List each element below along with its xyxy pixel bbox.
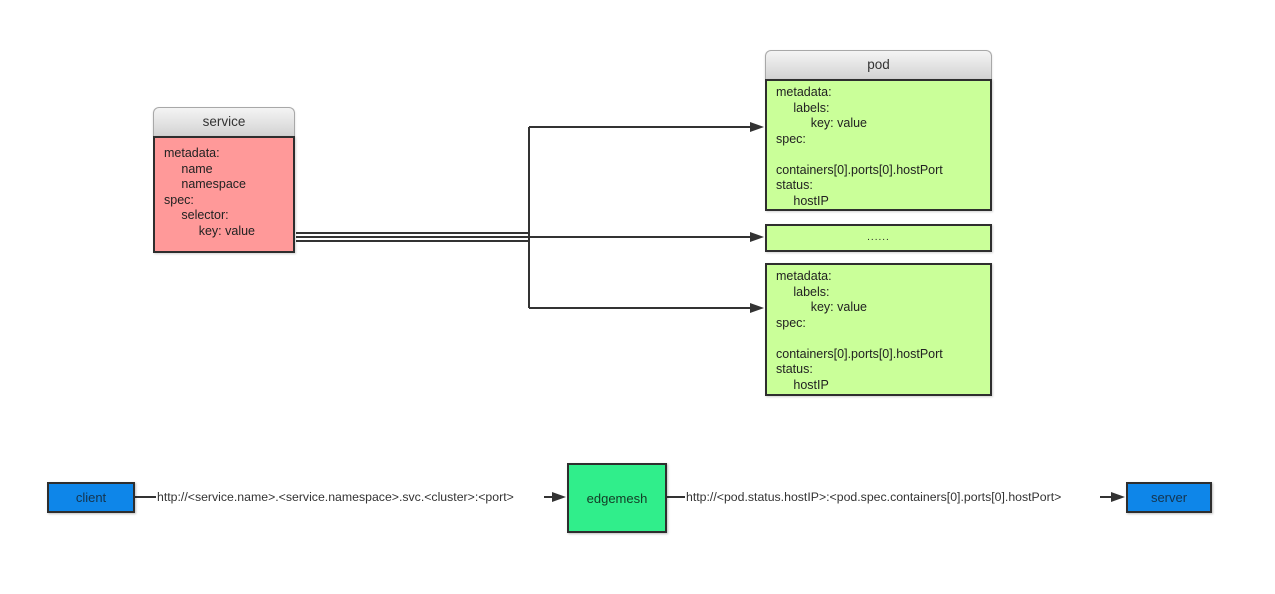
server-box: server xyxy=(1126,482,1212,513)
arrowhead-edgemesh xyxy=(552,492,566,502)
arrowhead-server xyxy=(1111,492,1125,502)
pod-node-header: pod xyxy=(765,50,992,79)
service-node-header: service xyxy=(153,107,295,136)
arrowhead-pod1 xyxy=(750,122,764,132)
pod-url-text: http://<pod.status.hostIP>:<pod.spec.con… xyxy=(686,490,1062,504)
service-node-body: metadata: name namespace spec: selector:… xyxy=(153,136,295,253)
pod-ellipsis-box: ...... xyxy=(765,224,992,252)
arrowhead-ellipsis xyxy=(750,232,764,242)
edgemesh-label: edgemesh xyxy=(586,490,648,506)
client-box: client xyxy=(47,482,135,513)
pod2-node-body: metadata: labels: key: value spec: conta… xyxy=(765,263,992,396)
client-label: client xyxy=(75,490,107,505)
edgemesh-box: edgemesh xyxy=(567,463,667,533)
service-node-title: service xyxy=(202,114,246,129)
pod-node-title: pod xyxy=(867,57,890,72)
pod-node-body: metadata: labels: key: value spec: conta… xyxy=(765,79,992,211)
arrowhead-pod2 xyxy=(750,303,764,313)
server-label: server xyxy=(1150,490,1188,505)
service-url-text: http://<service.name>.<service.namespace… xyxy=(157,490,514,504)
